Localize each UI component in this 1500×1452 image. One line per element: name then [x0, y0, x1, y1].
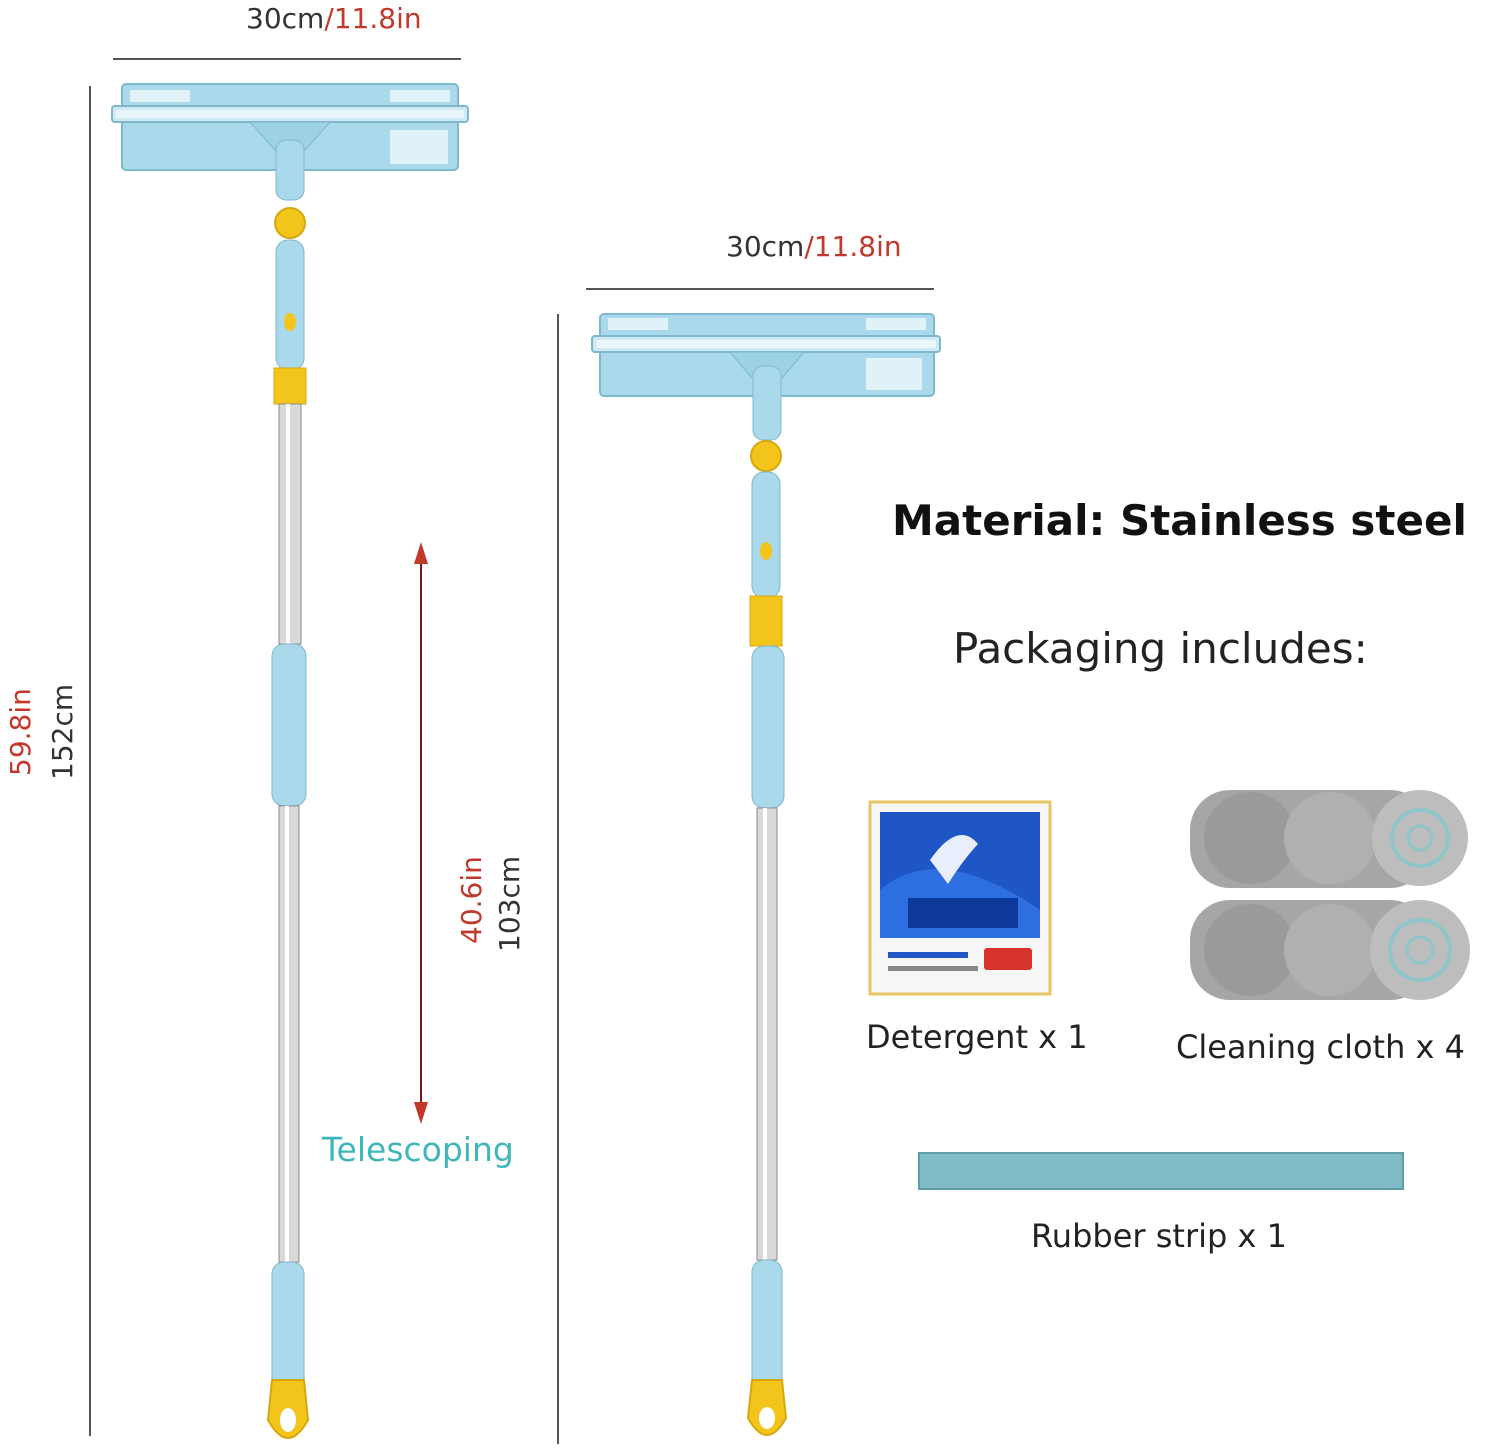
small-window-squeegee-image	[591, 313, 941, 1436]
small-mop-width-line	[586, 288, 934, 290]
rubber-strip-image	[918, 1152, 1404, 1190]
large-mop-width-label: 30cm/11.8in	[246, 2, 422, 35]
small-mop-height-line	[557, 314, 559, 1444]
telescoping-range-cm: 103cm	[493, 855, 526, 952]
material-heading: Material: Stainless steel	[892, 496, 1467, 545]
small-mop-width-in: /11.8in	[804, 230, 902, 263]
telescoping-range-in: 40.6in	[455, 856, 488, 944]
large-mop-height-in: 59.8in	[4, 688, 37, 776]
cleaning-cloths-image	[1190, 790, 1470, 1000]
detergent-packet-image	[868, 800, 1052, 996]
packaging-heading: Packaging includes:	[953, 624, 1368, 673]
large-mop-height-line	[89, 86, 91, 1436]
small-mop-width-cm: 30cm	[726, 230, 805, 263]
small-mop-width-label: 30cm/11.8in	[726, 230, 902, 263]
large-window-squeegee-image	[111, 83, 469, 1439]
rubber-strip-caption: Rubber strip x 1	[1031, 1217, 1287, 1255]
large-mop-height-cm: 152cm	[46, 683, 79, 780]
cleaning-cloth-caption: Cleaning cloth x 4	[1176, 1028, 1465, 1066]
detergent-caption: Detergent x 1	[866, 1018, 1088, 1056]
telescoping-label: Telescoping	[322, 1130, 514, 1169]
large-mop-width-line	[113, 58, 461, 60]
large-mop-width-cm: 30cm	[246, 2, 325, 35]
telescoping-range-arrow	[414, 542, 428, 1124]
large-mop-width-in: /11.8in	[324, 2, 422, 35]
